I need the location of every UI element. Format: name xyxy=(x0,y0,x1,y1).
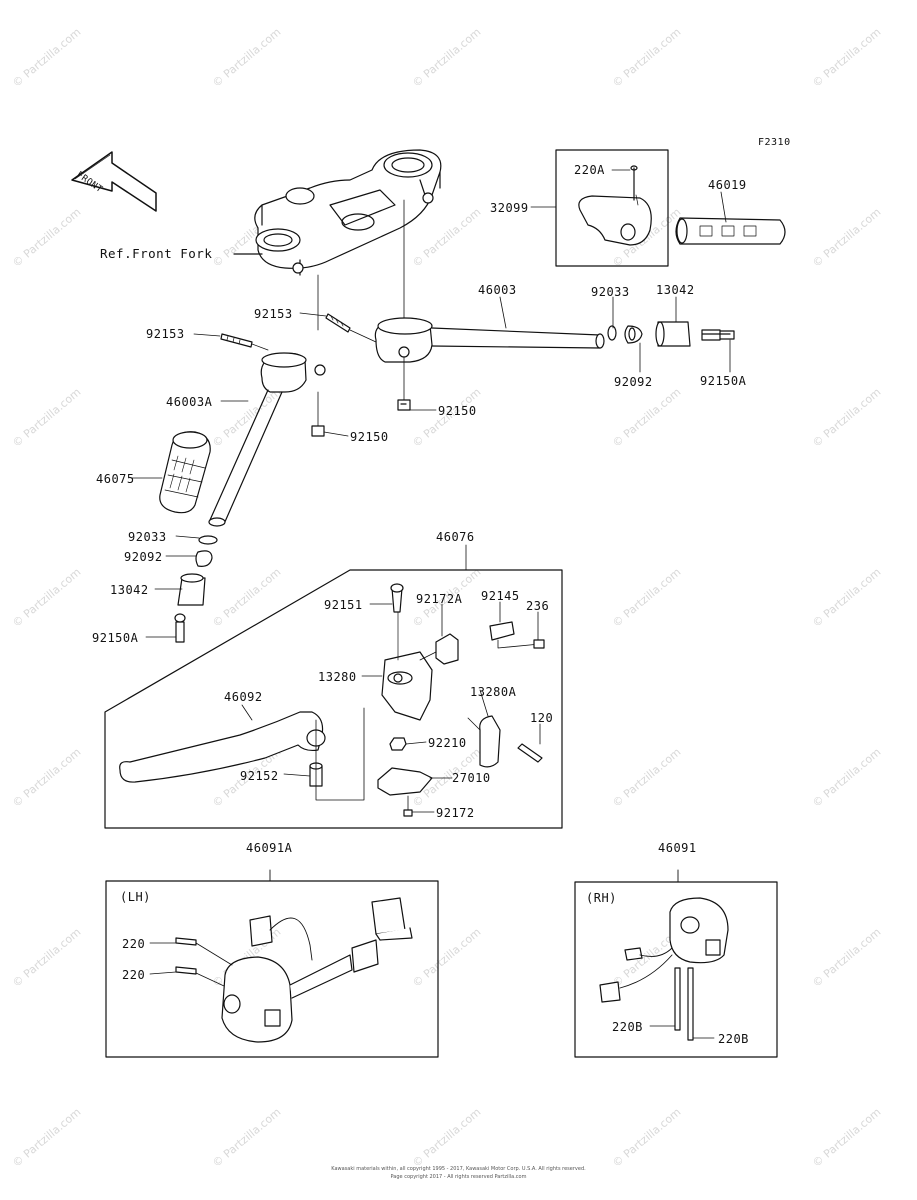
label-46019: 46019 xyxy=(708,178,747,192)
leader-lines xyxy=(130,169,731,1039)
label-92210: 92210 xyxy=(428,736,467,750)
lh-switch-box xyxy=(105,869,439,1058)
copyright-line-1: Kawasaki materials within, all copyright… xyxy=(331,1166,586,1172)
clutch-switch xyxy=(489,621,545,649)
right-handlebar xyxy=(374,317,605,401)
label-92145: 92145 xyxy=(481,589,520,603)
label-92033-left: 92033 xyxy=(128,530,167,544)
right-bar-end-parts xyxy=(607,321,735,347)
front-arrow-icon xyxy=(71,151,157,212)
label-92092-right: 92092 xyxy=(614,375,653,389)
label-lh: (LH) xyxy=(120,890,151,904)
label-46092: 46092 xyxy=(224,690,263,704)
left-grip xyxy=(159,431,211,514)
bolt-92153-left xyxy=(220,333,269,351)
label-92153-left: 92153 xyxy=(146,327,185,341)
upper-triple-clamp xyxy=(254,149,442,276)
label-220B-left: 220B xyxy=(612,1020,643,1034)
throttle-housing-box xyxy=(555,149,669,267)
label-13042-right: 13042 xyxy=(656,283,695,297)
label-92172A: 92172A xyxy=(416,592,463,606)
lever-perch xyxy=(381,583,433,721)
lever-adjuster xyxy=(419,633,459,665)
label-32099: 32099 xyxy=(490,201,529,215)
label-92092-left: 92092 xyxy=(124,550,163,564)
label-92150-left: 92150 xyxy=(350,430,389,444)
label-46003: 46003 xyxy=(478,283,517,297)
label-220-lower: 220 xyxy=(122,968,146,982)
label-220A: 220A xyxy=(574,163,605,177)
label-rh: (RH) xyxy=(586,891,617,905)
ref-front-fork-label: Ref.Front Fork xyxy=(100,246,213,261)
label-46075: 46075 xyxy=(96,472,135,486)
label-120: 120 xyxy=(530,711,554,725)
left-bar-end-parts xyxy=(174,535,218,643)
label-92153-upper: 92153 xyxy=(254,307,293,321)
copyright-line-2: Page copyright 2017 - All rights reserve… xyxy=(390,1174,527,1180)
label-92151: 92151 xyxy=(324,598,363,612)
label-13042-left: 13042 xyxy=(110,583,149,597)
label-236: 236 xyxy=(526,599,550,613)
rh-switch-box xyxy=(574,869,778,1058)
label-27010: 27010 xyxy=(452,771,491,785)
label-92033-right: 92033 xyxy=(591,285,630,299)
clutch-lever xyxy=(119,711,326,783)
label-46091A: 46091A xyxy=(246,841,293,855)
clutch-switch-27010 xyxy=(377,767,433,817)
label-46091: 46091 xyxy=(658,841,697,855)
label-46076: 46076 xyxy=(436,530,475,544)
left-handlebar xyxy=(208,352,326,527)
label-92172: 92172 xyxy=(436,806,475,820)
clutch-lever-box xyxy=(104,569,563,829)
label-46003A: 46003A xyxy=(166,395,213,409)
perch-holder xyxy=(467,715,543,768)
bolt-92153-upper xyxy=(325,313,377,343)
collar-92152 xyxy=(309,707,365,801)
label-92150A-right: 92150A xyxy=(700,374,747,388)
label-92150-right: 92150 xyxy=(438,404,477,418)
bolt-92150-right xyxy=(397,399,411,411)
label-220-upper: 220 xyxy=(122,937,146,951)
nut-92210 xyxy=(389,737,407,751)
label-13280: 13280 xyxy=(318,670,357,684)
right-grip xyxy=(675,217,786,245)
label-92150A-left: 92150A xyxy=(92,631,139,645)
bolt-92150-left xyxy=(311,391,325,437)
label-92152: 92152 xyxy=(240,769,279,783)
figure-code: F2310 xyxy=(758,137,791,148)
label-13280A: 13280A xyxy=(470,685,517,699)
label-220B-right: 220B xyxy=(718,1032,749,1046)
